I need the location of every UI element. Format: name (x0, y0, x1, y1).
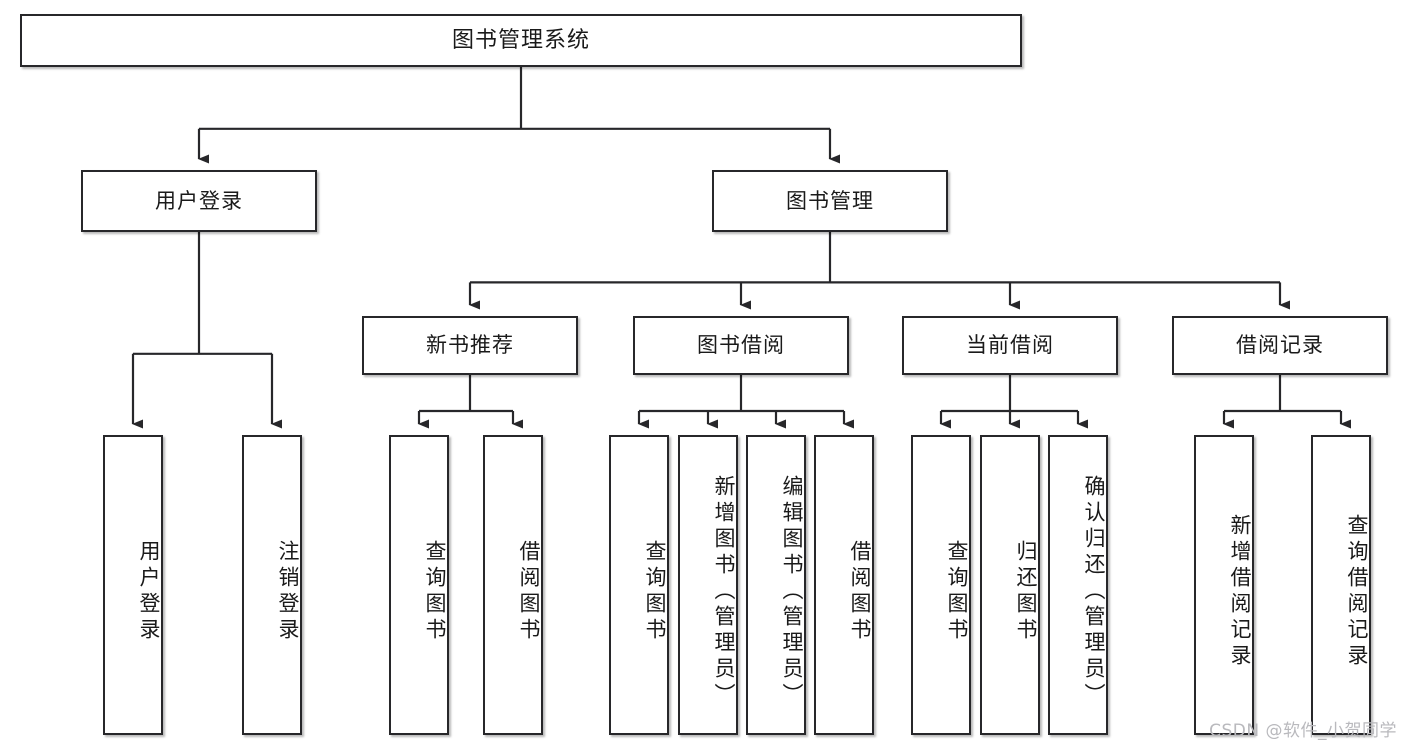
node-label: 借阅图书 (848, 540, 872, 644)
node-label: 用户登录 (137, 540, 161, 644)
node-cur_borrow[interactable]: 当前借阅 (902, 316, 1118, 375)
node-root[interactable]: 图书管理系统 (20, 14, 1022, 67)
node-l_log_query[interactable]: 查询借阅记录 (1311, 435, 1371, 735)
node-label: 归还图书 (1014, 540, 1038, 644)
node-book_mgmt[interactable]: 图书管理 (712, 170, 948, 232)
node-label: 借阅图书 (517, 540, 541, 644)
node-l_user_login[interactable]: 用户登录 (103, 435, 163, 735)
node-label: 新书推荐 (426, 333, 514, 358)
node-label: 查询图书 (945, 540, 969, 644)
node-label: 新增借阅记录 (1228, 514, 1252, 670)
node-l_brw_add[interactable]: 新增图书（管理员） (678, 435, 738, 735)
node-l_brw_borrow[interactable]: 借阅图书 (814, 435, 874, 735)
node-l_cur_confirm[interactable]: 确认归还（管理员） (1048, 435, 1108, 735)
node-label: 注销登录 (276, 540, 300, 644)
node-label: 查询借阅记录 (1345, 514, 1369, 670)
node-l_cur_return[interactable]: 归还图书 (980, 435, 1040, 735)
node-label: 确认归还（管理员） (1082, 475, 1106, 709)
node-label: 图书管理系统 (451, 27, 590, 53)
node-l_cur_query[interactable]: 查询图书 (911, 435, 971, 735)
node-label: 查询图书 (643, 540, 667, 644)
node-label: 图书借阅 (697, 333, 785, 358)
node-new_book_rec[interactable]: 新书推荐 (362, 316, 578, 375)
node-label: 图书管理 (786, 188, 874, 213)
node-l_log_add[interactable]: 新增借阅记录 (1194, 435, 1254, 735)
node-l_brw_query[interactable]: 查询图书 (609, 435, 669, 735)
node-label: 用户登录 (155, 188, 243, 213)
node-l_user_logout[interactable]: 注销登录 (242, 435, 302, 735)
node-l_rec_borrow[interactable]: 借阅图书 (483, 435, 543, 735)
node-label: 查询图书 (423, 540, 447, 644)
node-borrow_log[interactable]: 借阅记录 (1172, 316, 1388, 375)
node-user_login[interactable]: 用户登录 (81, 170, 317, 232)
node-label: 借阅记录 (1236, 333, 1324, 358)
node-label: 编辑图书（管理员） (780, 475, 804, 709)
node-book_borrow[interactable]: 图书借阅 (633, 316, 849, 375)
node-label: 当前借阅 (966, 333, 1054, 358)
node-l_brw_edit[interactable]: 编辑图书（管理员） (746, 435, 806, 735)
node-l_rec_query[interactable]: 查询图书 (389, 435, 449, 735)
node-label: 新增图书（管理员） (712, 475, 736, 709)
